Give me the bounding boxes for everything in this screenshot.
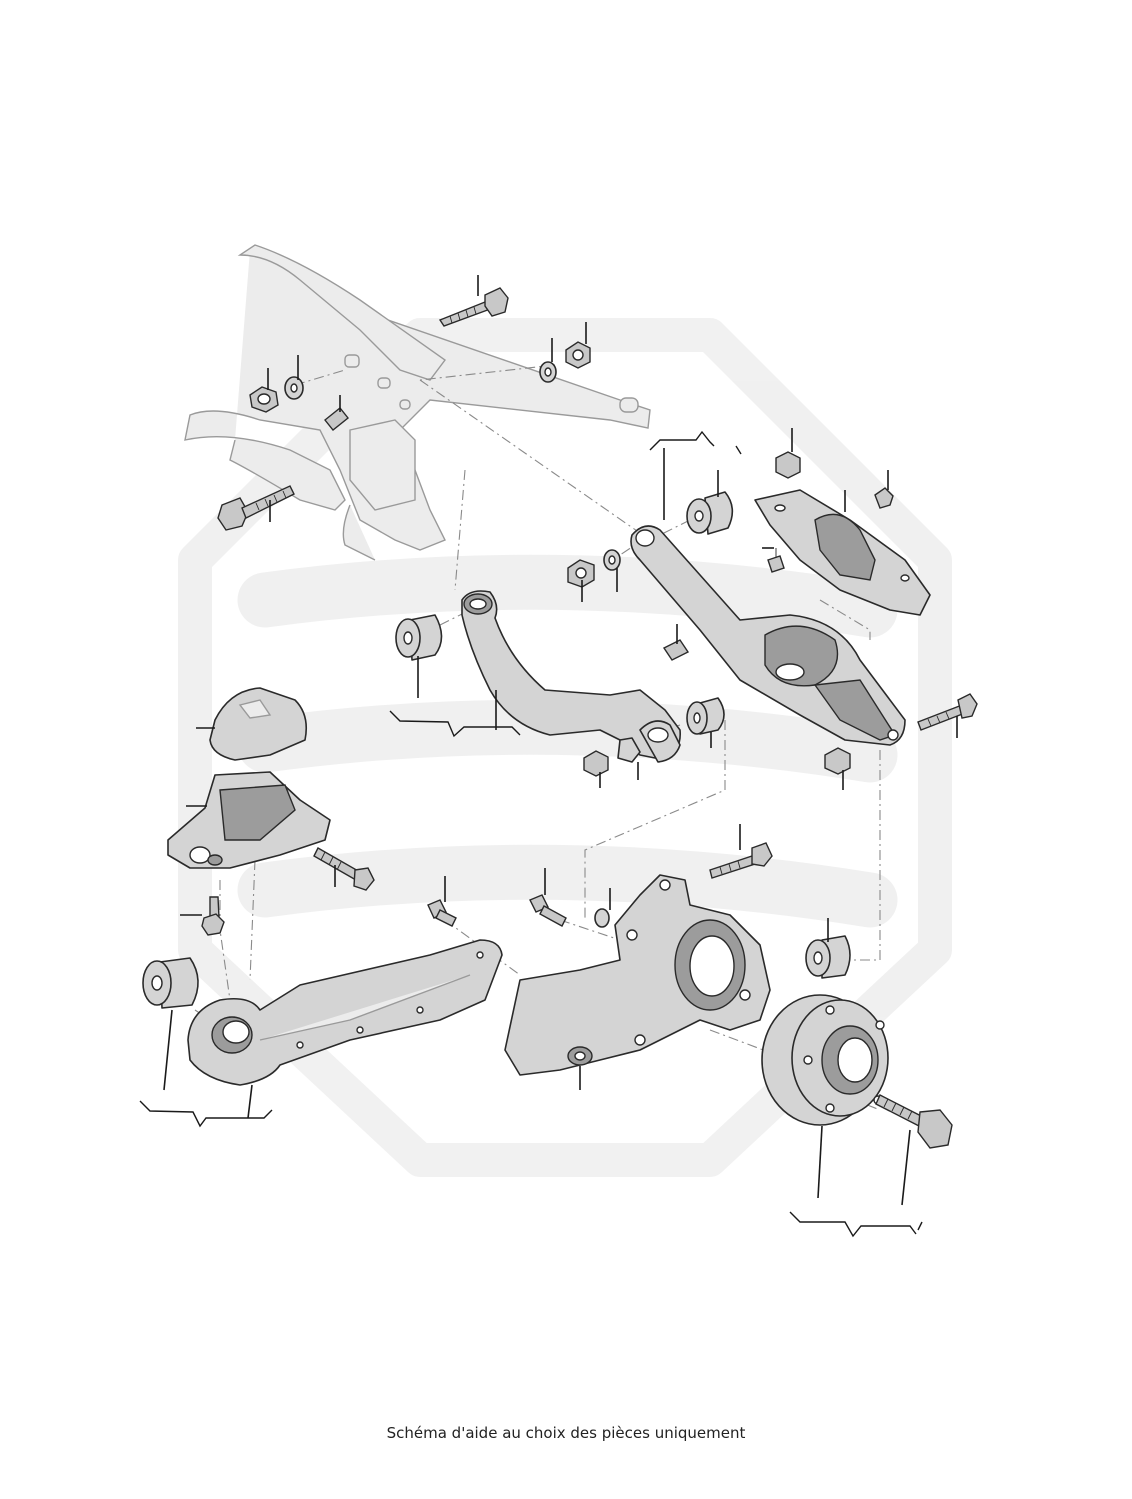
lock-washer-upper-arm <box>617 737 641 763</box>
bolt-trailing-arm-2 <box>529 894 567 927</box>
bolt-lower-arm-outer <box>917 693 978 731</box>
bolt-lower-subframe <box>217 485 295 531</box>
bolt-upper-subframe <box>438 287 509 327</box>
leader-lines <box>163 275 958 1206</box>
sleeve-left-top <box>324 407 349 431</box>
bushing-upper-arm-front <box>686 491 734 535</box>
bushing-upper-arm-right <box>686 697 725 735</box>
group-brackets <box>139 430 923 1238</box>
bolt-subframe-mount <box>313 847 375 891</box>
screw-subframe-mount <box>201 896 225 936</box>
nut-lower-arm-outer <box>824 747 851 775</box>
nut-left-top <box>249 386 279 413</box>
wheel-carrier <box>504 874 771 1076</box>
screw-bracket-small <box>767 548 785 573</box>
nut-lower-arm <box>567 559 595 588</box>
upper-control-arm <box>461 590 682 763</box>
nut-right-top <box>565 341 591 369</box>
bolt-trailing-arm-1 <box>427 899 457 927</box>
clip-bracket <box>874 487 894 509</box>
washer-left-top <box>284 376 304 400</box>
bushing-wheel-carrier <box>805 935 851 979</box>
sleeve-lower-arm <box>662 639 690 661</box>
trailing-arm <box>187 939 503 1086</box>
washer-right-top <box>539 361 557 383</box>
bolt-wheel-carrier-upper <box>709 842 773 879</box>
bushing-trailing-arm <box>142 957 199 1009</box>
mount-rubber-buffer <box>209 687 308 761</box>
nut-bracket-top <box>775 451 801 479</box>
disclaimer-caption: Schéma d'aide au choix des pièces unique… <box>386 1424 746 1442</box>
subframe <box>184 244 651 561</box>
lower-control-arm <box>630 525 906 746</box>
bushing-upper-arm-left <box>395 614 443 661</box>
circlip-wheel-carrier <box>594 908 610 928</box>
washer-lower-arm <box>603 549 621 571</box>
nut-upper-arm <box>583 750 609 777</box>
spring-plate-bracket <box>754 489 931 616</box>
subframe-mount <box>167 771 331 869</box>
wheel-hub-bearing <box>761 994 889 1126</box>
hub-bolt <box>875 1094 953 1149</box>
